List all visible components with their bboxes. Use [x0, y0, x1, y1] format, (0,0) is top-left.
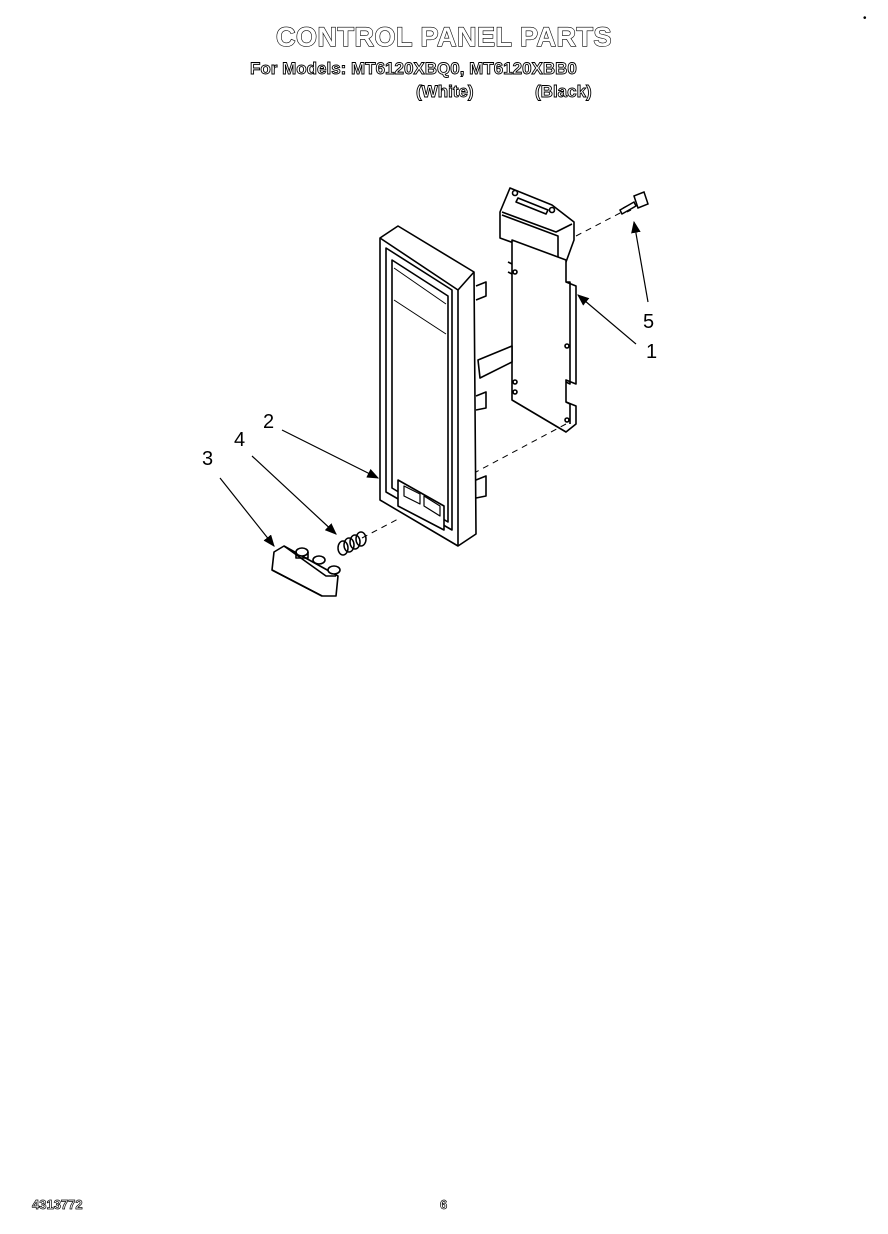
callout-3: 3	[202, 448, 214, 470]
corner-mark: •	[863, 13, 867, 24]
variant-white-label: (White)	[416, 82, 474, 102]
callout-4: 4	[234, 429, 246, 451]
leader-arrow-2	[281, 429, 380, 479]
control-bracket-part	[499, 187, 577, 433]
spring-part	[337, 531, 367, 556]
leader-arrow-5	[631, 220, 649, 303]
variant-black-label: (Black)	[535, 82, 593, 102]
models-line: For Models: MT6120XBQ0, MT6120XBB0	[250, 59, 578, 79]
document-number: 4313772	[32, 1197, 83, 1213]
leader-arrow-3	[219, 477, 275, 547]
leader-arrow-1	[577, 294, 637, 345]
control-panel-frame-part	[379, 225, 513, 547]
callout-5: 5	[643, 311, 655, 333]
callout-2: 2	[263, 411, 275, 433]
screw-part	[619, 191, 649, 216]
push-button-part	[271, 545, 341, 597]
page-title: CONTROL PANEL PARTS	[275, 21, 613, 52]
callout-1: 1	[646, 341, 658, 363]
assembly-lines	[361, 211, 623, 539]
leader-arrow-4	[251, 455, 337, 535]
page-number: 6	[440, 1197, 448, 1213]
leader-arrows	[219, 220, 649, 547]
